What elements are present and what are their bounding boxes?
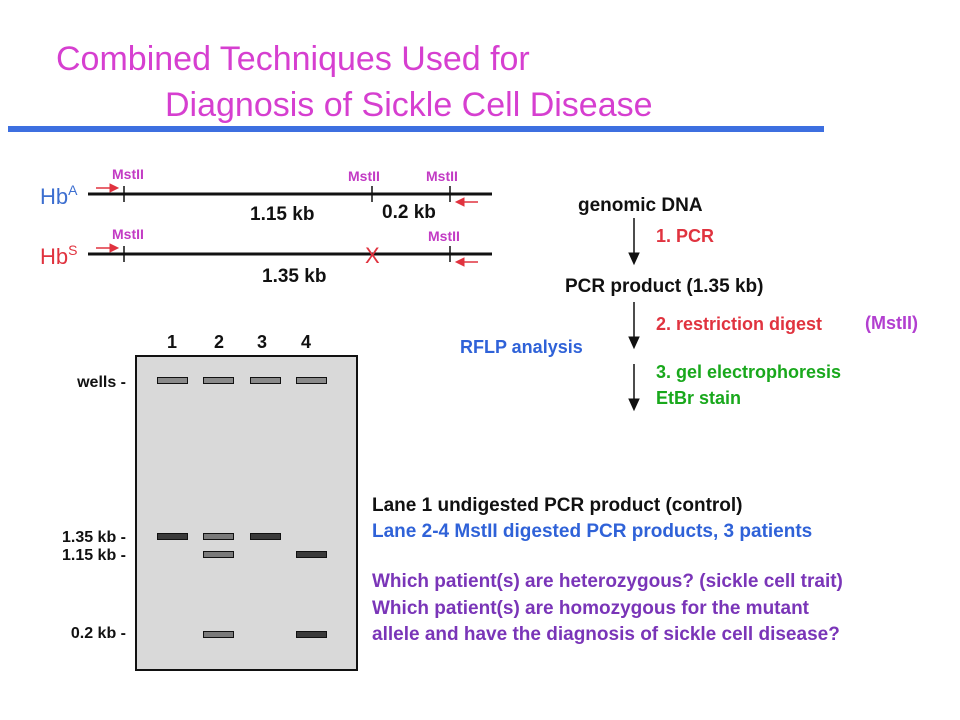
label-1-35-kb: 1.35 kb -	[61, 529, 126, 546]
title-line-1: Combined Techniques Used for	[56, 40, 530, 78]
label-wells: wells -	[77, 374, 126, 391]
hbs-forward-primer-arrow	[96, 243, 120, 253]
well-lane-1	[157, 377, 188, 384]
hba-site-3-label: MstII	[426, 168, 458, 184]
lane-number-3: 3	[256, 332, 267, 352]
band-lane-2-1-35-kb	[203, 533, 234, 540]
hbs-reverse-primer-arrow	[454, 257, 478, 267]
hbs-site-3-label: MstII	[428, 228, 460, 244]
question-homozygous-line-2: allele and have the diagnosis of sickle …	[372, 624, 840, 645]
question-homozygous-line-1: Which patient(s) are homozygous for the …	[372, 598, 810, 619]
title-line-2: Diagnosis of Sickle Cell Disease	[165, 86, 653, 124]
band-lane-4-0-2-kb	[296, 631, 327, 638]
legend-lanes-2-4: Lane 2-4 MstII digested PCR products, 3 …	[372, 521, 813, 542]
flow-step-gel: 3. gel electrophoresis	[656, 362, 842, 382]
gel	[135, 355, 358, 671]
hbs-site-1-label: MstII	[112, 226, 144, 242]
title-rule	[8, 126, 824, 132]
hba-reverse-primer-arrow	[454, 197, 478, 207]
flow-step-pcr: 1. PCR	[656, 226, 715, 246]
band-lane-3-1-35-kb	[250, 533, 281, 540]
hba-label: HbA	[40, 182, 78, 209]
hbs-superscript: S	[68, 242, 78, 258]
flow-step-digest: 2. restriction digest	[656, 314, 823, 334]
hba-forward-primer-arrow	[96, 183, 120, 193]
mutation-mark: X	[365, 243, 380, 268]
hbs-label: HbS	[40, 242, 78, 269]
band-lane-2-1-15-kb	[203, 551, 234, 558]
fragment-1-15-kb: 1.15 kb	[250, 204, 315, 225]
restriction-map	[88, 183, 492, 267]
flow-genomic-dna: genomic DNA	[578, 195, 703, 216]
flow-arrow-1	[628, 218, 640, 266]
label-0-2-kb: 0.2 kb -	[70, 625, 126, 642]
flow-pcr-product: PCR product (1.35 kb)	[565, 276, 764, 297]
band-lane-1-1-35-kb	[157, 533, 188, 540]
flow-rflp-analysis: RFLP analysis	[460, 337, 583, 357]
band-lane-2-0-2-kb	[203, 631, 234, 638]
well-lane-2	[203, 377, 234, 384]
flow-arrow-2	[628, 302, 640, 350]
flow-arrows	[628, 218, 640, 412]
label-1-15-kb: 1.15 kb -	[61, 547, 126, 564]
band-lane-4-1-15-kb	[296, 551, 327, 558]
flow-step-digest-enzyme: (MstII)	[865, 313, 918, 333]
question-heterozygous: Which patient(s) are heterozygous? (sick…	[372, 571, 843, 592]
fragment-0-2-kb: 0.2 kb	[382, 202, 436, 223]
flow-stain: EtBr stain	[656, 388, 742, 408]
legend-lane-1: Lane 1 undigested PCR product (control)	[372, 495, 743, 516]
lane-number-2: 2	[213, 332, 224, 352]
hba-site-2-label: MstII	[348, 168, 380, 184]
lane-number-4: 4	[300, 332, 311, 352]
flow-arrow-3	[628, 364, 640, 412]
hba-superscript: A	[68, 182, 78, 198]
well-lane-4	[296, 377, 327, 384]
fragment-1-35-kb: 1.35 kb	[262, 266, 327, 287]
lane-number-1: 1	[166, 332, 177, 352]
well-lane-3	[250, 377, 281, 384]
hba-site-1-label: MstII	[112, 166, 144, 182]
